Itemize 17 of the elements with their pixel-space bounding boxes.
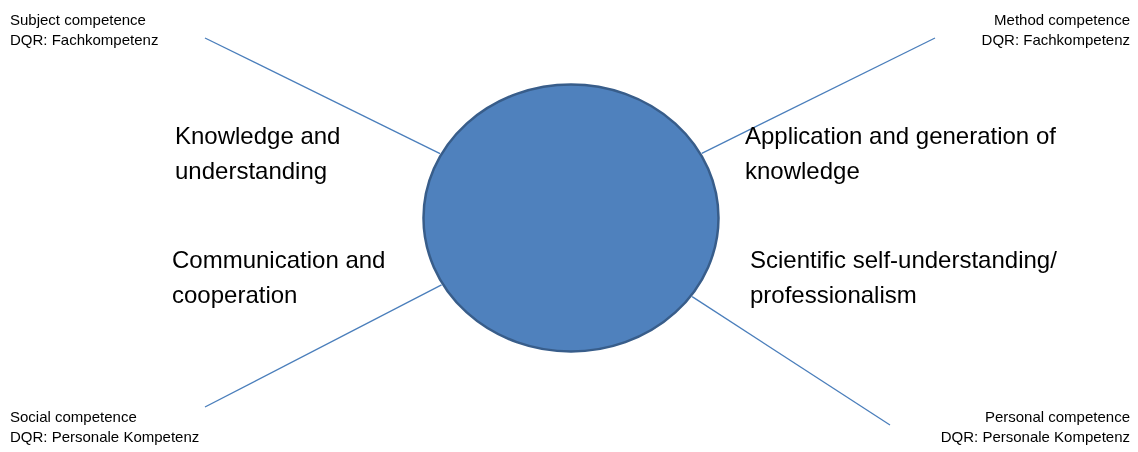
circle: [422, 83, 720, 353]
competence-label: DQR: Personale Kompetenz: [10, 427, 201, 447]
competence-label: Personal competence: [983, 407, 1130, 427]
competence-label: DQR: Fachkompetenz: [10, 30, 160, 50]
competence-label: DQR: Fachkompetenz: [980, 30, 1130, 50]
connector-line: [204, 37, 441, 155]
connector-line: [691, 295, 891, 426]
competence-label: DQR: Personale Kompetenz: [939, 427, 1130, 447]
competence-label: Subject competence: [10, 10, 147, 30]
competence-area-text: Communication and cooperation: [172, 245, 387, 310]
competence-area-text: Knowledge and understanding: [175, 121, 342, 186]
competence-label: Method competence: [993, 10, 1130, 30]
connector-line: [701, 37, 936, 154]
competence-area-text: Application and generation of knowledge: [745, 121, 1057, 186]
competence-label: Social competence: [10, 407, 138, 427]
connector-line: [204, 284, 443, 408]
competence-area-text: Scientific self-understanding/ professionalism: [750, 245, 1058, 310]
